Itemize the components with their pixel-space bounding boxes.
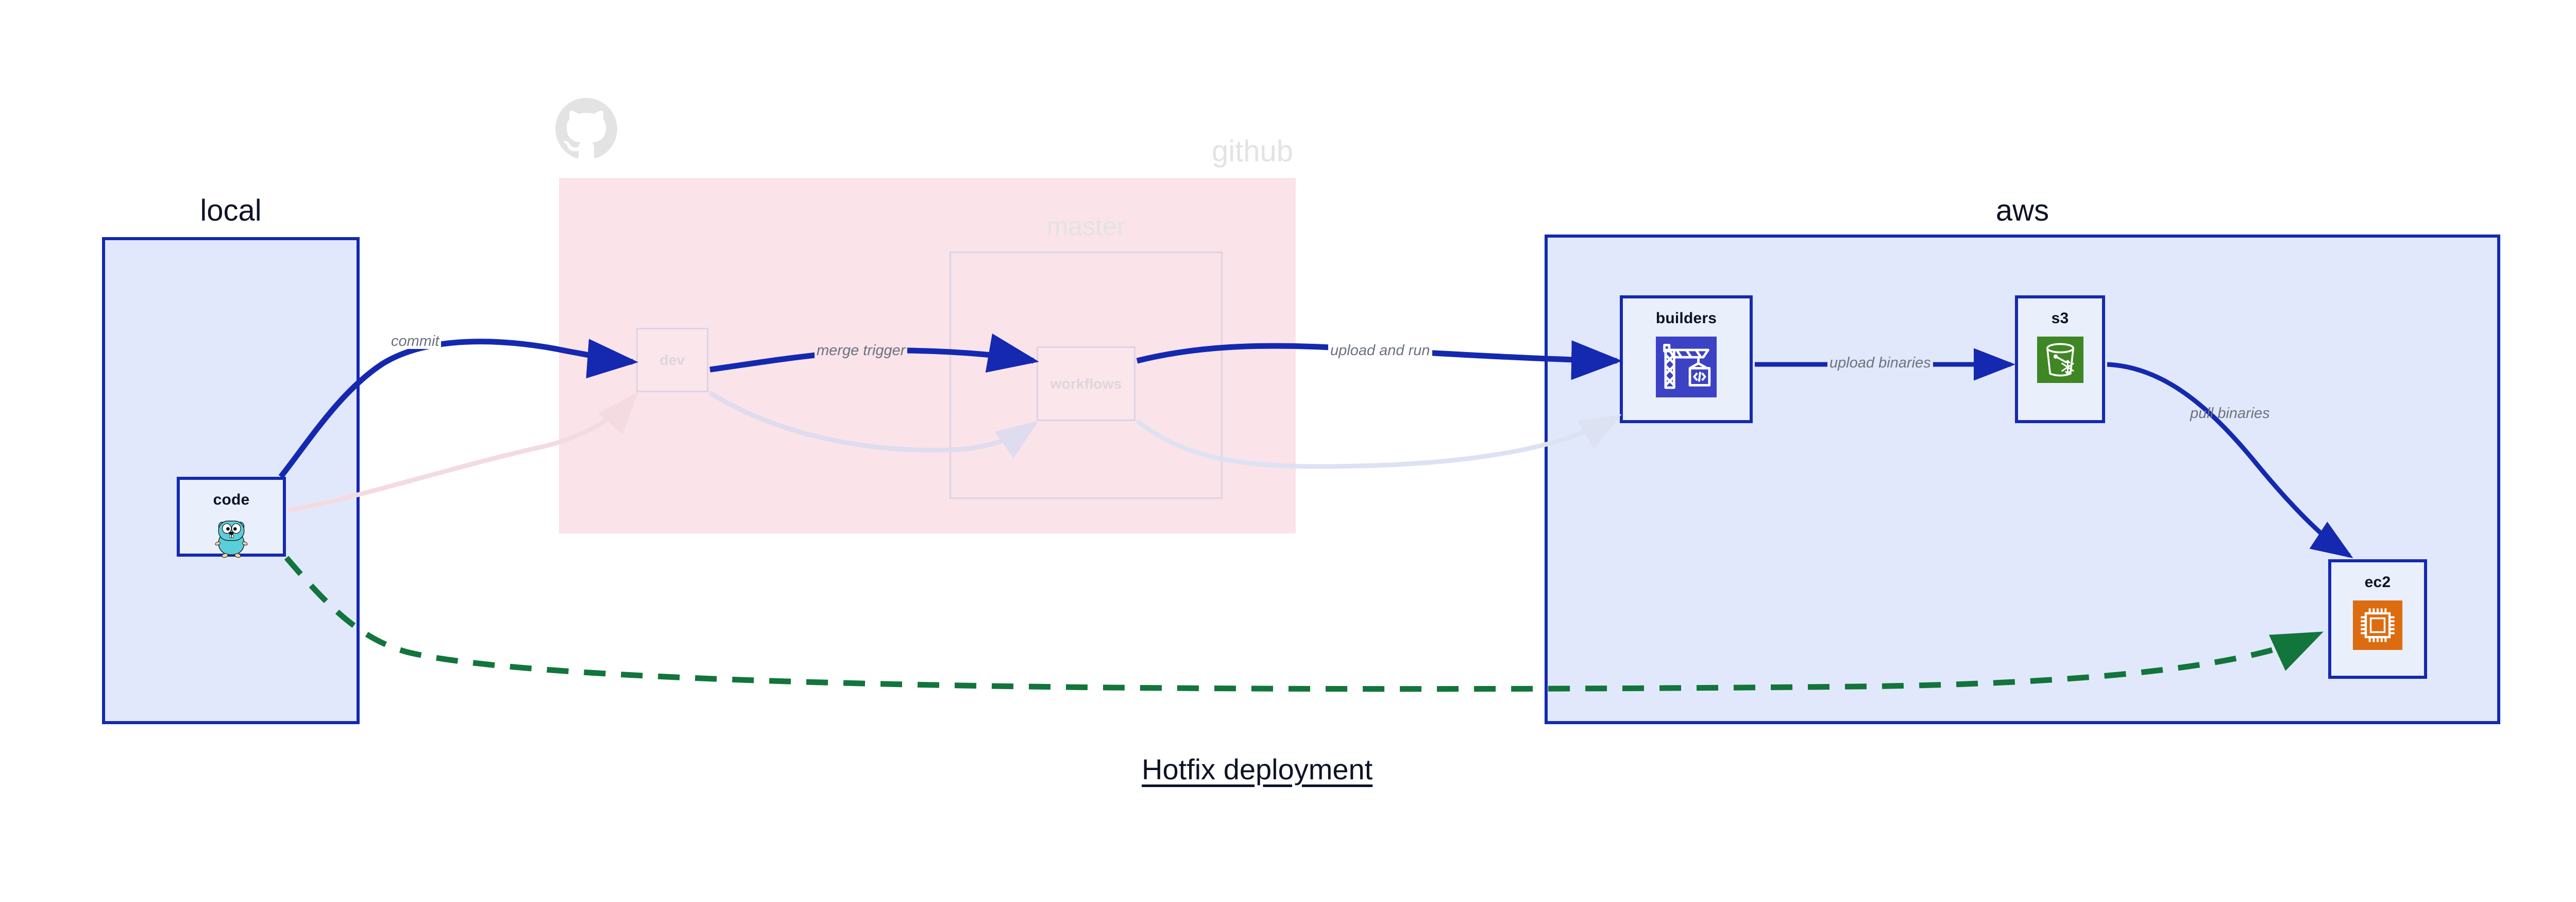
node-label-code: code — [213, 491, 250, 508]
crane-code-icon — [1656, 337, 1717, 397]
edge-label-commit: commit — [389, 334, 442, 349]
edge-faded-workflows-builders — [1136, 414, 1622, 469]
go-gopher-icon — [211, 518, 252, 559]
node-ec2[interactable]: ec2 — [2328, 559, 2427, 679]
edge-label-pull-binaries: pull binaries — [2190, 405, 2270, 422]
node-code[interactable]: code — [177, 477, 286, 559]
diagram-caption: Hotfix deployment — [1142, 753, 1373, 786]
subgroup-master — [950, 252, 1223, 499]
node-label-workflows: workflows — [1050, 375, 1122, 392]
edge-pull-binaries — [2107, 362, 2353, 558]
subgroup-title-master: master — [1046, 212, 1126, 241]
edge-hotfix-direct — [284, 556, 2324, 692]
edge-faded-code-dev — [288, 392, 638, 513]
node-builders[interactable]: builders — [1620, 295, 1753, 423]
node-workflows[interactable]: workflows — [1037, 346, 1136, 421]
node-s3[interactable]: s3 — [2015, 295, 2105, 423]
group-title-local: local — [200, 194, 262, 227]
node-label-builders: builders — [1655, 310, 1717, 327]
github-octocat-icon — [555, 98, 617, 160]
node-label-ec2: ec2 — [2364, 574, 2391, 591]
node-label-dev: dev — [659, 352, 685, 368]
group-title-aws: aws — [1995, 194, 2049, 227]
node-dev[interactable]: dev — [636, 328, 708, 392]
s3-bucket-icon — [2037, 337, 2083, 383]
edge-commit — [278, 339, 638, 479]
edge-label-merge-trigger: merge trigger — [815, 343, 908, 358]
edge-label-upload-binaries: upload binaries — [1827, 356, 1933, 371]
node-label-s3: s3 — [2051, 310, 2069, 327]
edge-faded-dev-workflows — [708, 391, 1039, 459]
edge-label-upload-and-run: upload and run — [1328, 343, 1432, 358]
cpu-chip-icon — [2353, 600, 2402, 650]
group-title-github: github — [1211, 135, 1293, 168]
